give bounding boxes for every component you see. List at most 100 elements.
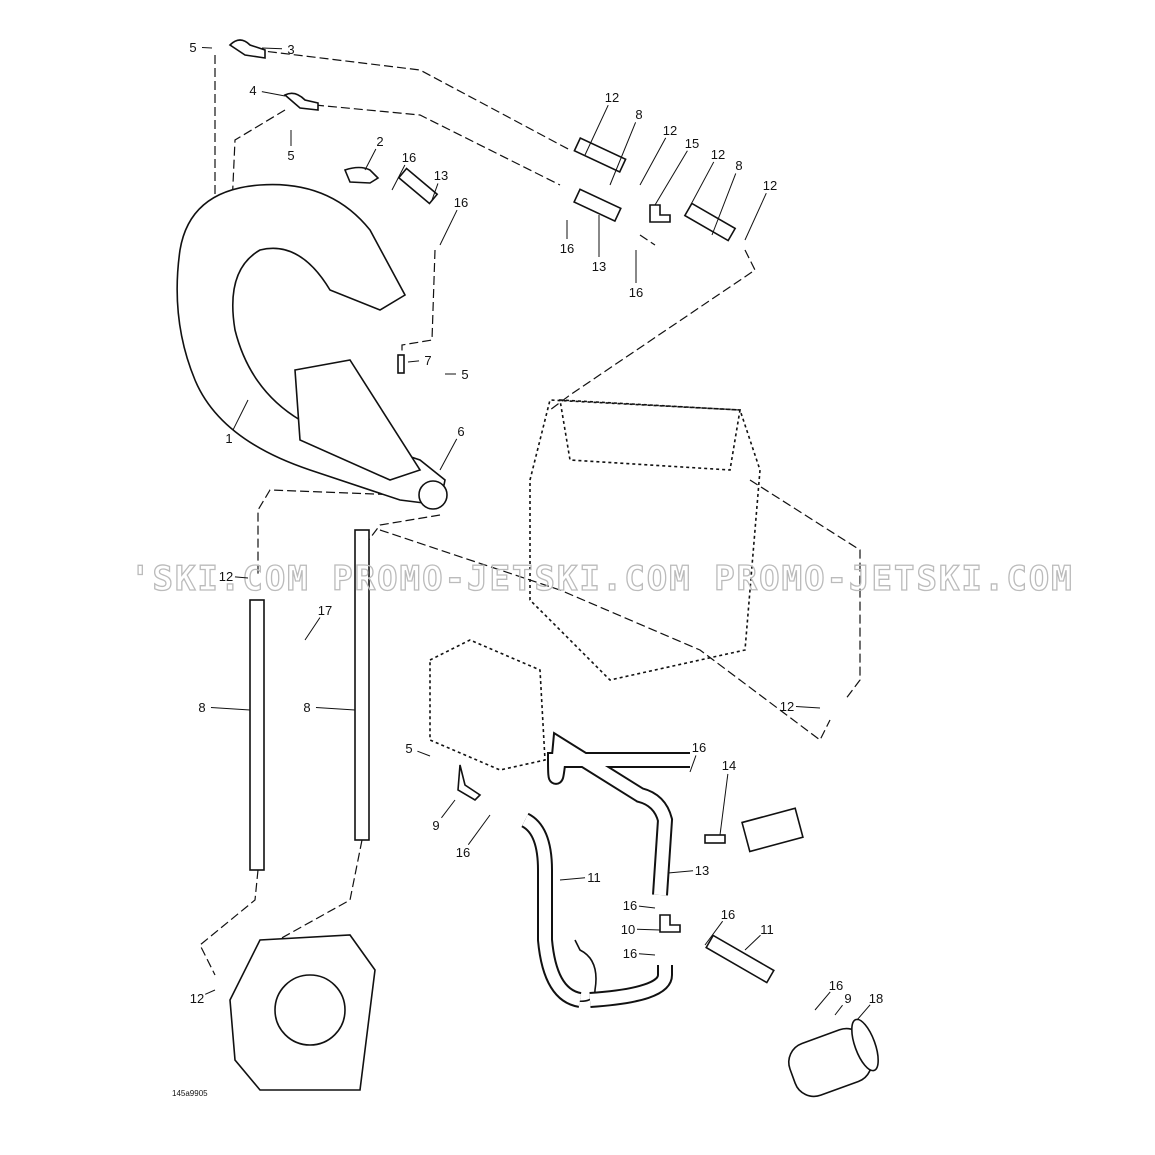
leader-line [315,707,356,711]
tee-fitting-15 [649,204,671,223]
leader-line [467,814,491,846]
hose-8-right [354,529,370,841]
callout-label: 13 [434,168,448,183]
hose-11-right [705,934,775,984]
callout-label: 12 [219,569,233,584]
hose-line [639,234,656,246]
watermark: 'SKI.COM PROMO-JETSKI.COM PROMO-JETSKI.C… [130,559,1074,599]
callout-label: 11 [760,922,774,937]
leader-line [856,1004,871,1021]
callout-label: 16 [692,740,706,755]
hose-13-top [573,188,622,223]
leader-line [638,953,656,956]
leader-line [744,934,761,951]
leader-line [364,148,377,171]
parts [176,183,879,1098]
hose-line [364,514,441,600]
hose-line [199,869,259,976]
leader-line [795,706,821,709]
callout-label: 16 [623,898,637,913]
callout-label: 3 [287,42,294,57]
hose-line [314,104,561,186]
callout-label: 5 [189,40,196,55]
callout-label: 16 [402,150,416,165]
hose-8-left [249,599,265,871]
engine-head [559,399,741,471]
leader-line [639,137,667,186]
callout-label: 12 [663,123,677,138]
leader-line [719,773,729,836]
hose-line [244,839,363,976]
outlet-6 [418,480,448,510]
leader-line [636,928,661,931]
callout-label: 4 [249,83,256,98]
callout-label: 16 [454,195,468,210]
ride-plate-opening [274,974,346,1046]
hose-8-top [573,137,627,173]
callout-label: 5 [405,741,412,756]
callout-label: 9 [844,991,851,1006]
leader-line [704,920,724,946]
leader-line [304,617,321,641]
callout-label: 8 [303,700,310,715]
callout-label: 16 [623,946,637,961]
fitting-14 [704,834,726,844]
leader-line [439,209,458,246]
leader-line [441,799,456,819]
leader-line [559,877,586,881]
callout-label: 5 [287,148,294,163]
elbow-fitting-9 [457,764,482,802]
leader-line [584,104,609,156]
leader-line [667,870,694,874]
callout-label: 17 [318,603,332,618]
callout-label: 11 [587,870,601,885]
callout-label: 15 [685,136,699,151]
leader-line [439,438,458,471]
callout-label: 12 [711,147,725,162]
hose-line [549,249,756,411]
leader-line [744,192,767,241]
hose-line [254,49,571,151]
leader-line [431,183,439,201]
elbow-fitting [343,166,380,184]
filter-end [851,1018,879,1072]
callout-label: 12 [763,178,777,193]
exhaust-cone [294,359,422,481]
leader-line [234,576,249,579]
callout-label: 16 [721,907,735,922]
callout-label: 8 [635,107,642,122]
leader-line [210,707,251,711]
hose-line [257,489,401,575]
exhaust-pipe-1 [176,183,446,506]
engine-outline [529,399,761,681]
leader-line [232,399,249,431]
callout-label: 2 [376,134,383,149]
leader-line [609,122,637,186]
hoses-solid [249,137,775,1008]
callout-label: 13 [695,863,709,878]
bracket-plate [741,807,804,853]
leader-line [407,360,420,363]
drawing-code: 145a9905 [172,1089,208,1098]
leader-line [391,164,406,191]
callout-label: 12 [780,699,794,714]
callout-label: 9 [432,818,439,833]
callout-label: 10 [621,922,635,937]
leader-line [687,161,715,211]
callout-label: 6 [457,424,464,439]
hose-line [401,249,436,360]
tee-fitting-10 [659,914,681,933]
fitting-7 [397,354,405,374]
leader-line [711,173,737,236]
leader-line [814,991,831,1011]
callout-label: 16 [456,845,470,860]
leader-line [654,150,688,206]
callout-label: 7 [424,353,431,368]
callout-label: 12 [605,90,619,105]
callout-label: 16 [829,978,843,993]
leader-line [638,905,656,909]
callout-label: 1 [225,431,232,446]
